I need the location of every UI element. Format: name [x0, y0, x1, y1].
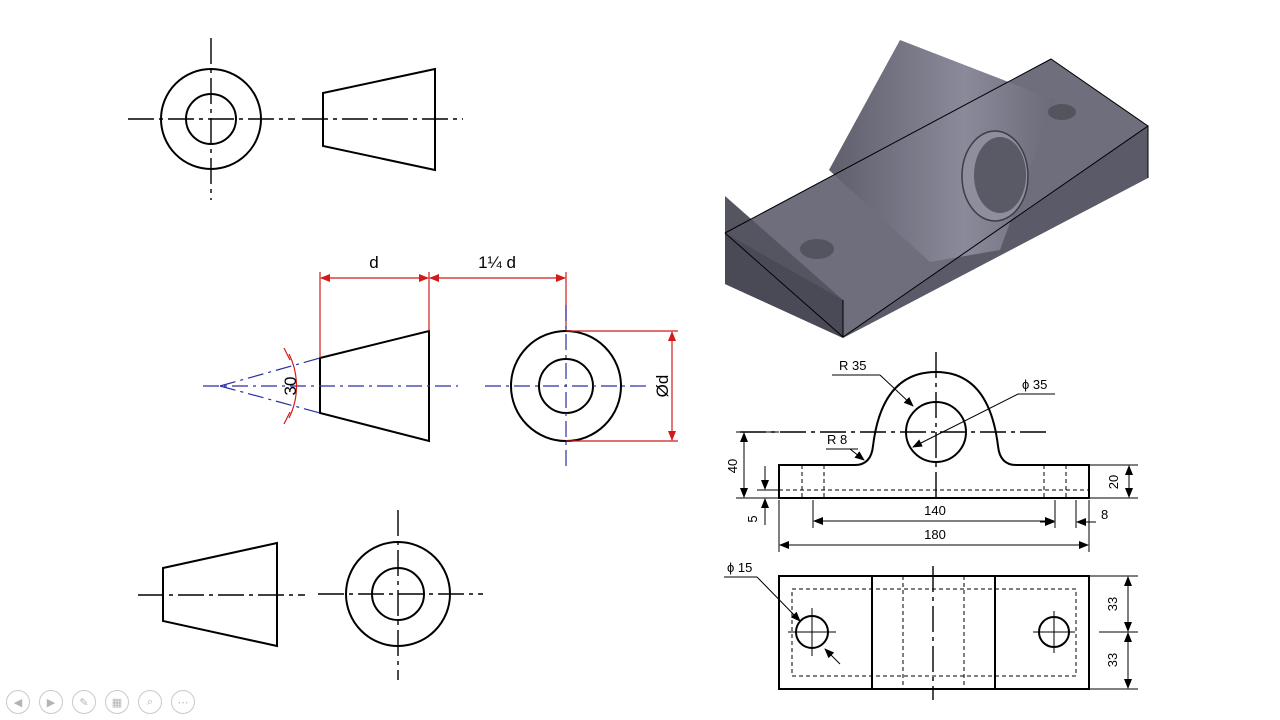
bottom-cone-view: [138, 510, 483, 680]
bolt-hole-right: [1048, 104, 1076, 120]
previous-slide-button[interactable]: ◀: [6, 690, 30, 714]
next-slide-button[interactable]: ▶: [39, 690, 63, 714]
isometric-bracket: [724, 40, 1149, 338]
phi35-leader: [912, 393, 1019, 448]
r35-label: R 35: [839, 358, 866, 373]
boss-hole: [974, 137, 1026, 213]
bolt-hole-left: [800, 239, 834, 259]
top-view-outline: [778, 575, 1090, 690]
middle-cone-projection: 30 d 1¼ d Ød: [203, 253, 678, 468]
l180-label: 180: [924, 527, 946, 542]
w33-top-label: 33: [1105, 597, 1120, 611]
apex-line-top: [219, 357, 321, 387]
phi35-label: ϕ 35: [1022, 377, 1047, 392]
prev-icon: ◀: [13, 695, 23, 709]
frustum-outline: [162, 541, 278, 648]
angle-tick-bottom: [283, 411, 291, 425]
angle-tick-top: [283, 347, 291, 361]
more-icon: ⋯: [177, 695, 189, 709]
more-options-button[interactable]: ⋯: [171, 690, 195, 714]
length-label: d: [369, 253, 378, 272]
front-view-outline: [778, 370, 1090, 499]
r8-label: R 8: [827, 432, 847, 447]
angle-label: 30: [281, 377, 300, 396]
next-icon: ▶: [46, 695, 56, 709]
phi15-leader: [756, 576, 801, 622]
frustum-outline: [322, 67, 436, 172]
e8-label: 8: [1101, 507, 1108, 522]
phi15-label: ϕ 15: [727, 560, 752, 575]
w33-bottom-label: 33: [1105, 653, 1120, 667]
slides-icon: ▦: [111, 695, 123, 709]
hidden-counterbore-outline: [791, 588, 1077, 677]
pen-tool-button[interactable]: ✎: [72, 690, 96, 714]
distance-label: 1¼ d: [478, 253, 516, 272]
s140-label: 140: [924, 503, 946, 518]
front-view: R 35 ϕ 35 R 8 40 5 20 140 8 180: [725, 352, 1138, 552]
r8-leader: [849, 448, 865, 461]
slideshow-toolbar: ◀ ▶ ✎ ▦ ⌕ ⋯: [6, 690, 195, 714]
h40-label: 40: [725, 459, 740, 473]
angle-arc: [288, 353, 298, 419]
zoom-button[interactable]: ⌕: [138, 690, 162, 714]
frustum-side-view: [319, 329, 430, 443]
t20-label: 20: [1106, 475, 1121, 489]
apex-line-bottom: [219, 385, 321, 414]
zoom-icon: ⌕: [146, 695, 154, 708]
r35-leader: [879, 374, 914, 407]
d5-label: 5: [745, 515, 760, 522]
pen-icon: ✎: [79, 695, 89, 709]
top-view: ϕ 15 33 33: [724, 560, 1138, 700]
phi15-leader-tail: [824, 648, 841, 665]
see-all-slides-button[interactable]: ▦: [105, 690, 129, 714]
top-cone-view: [128, 38, 463, 200]
diameter-label: Ød: [653, 375, 672, 398]
